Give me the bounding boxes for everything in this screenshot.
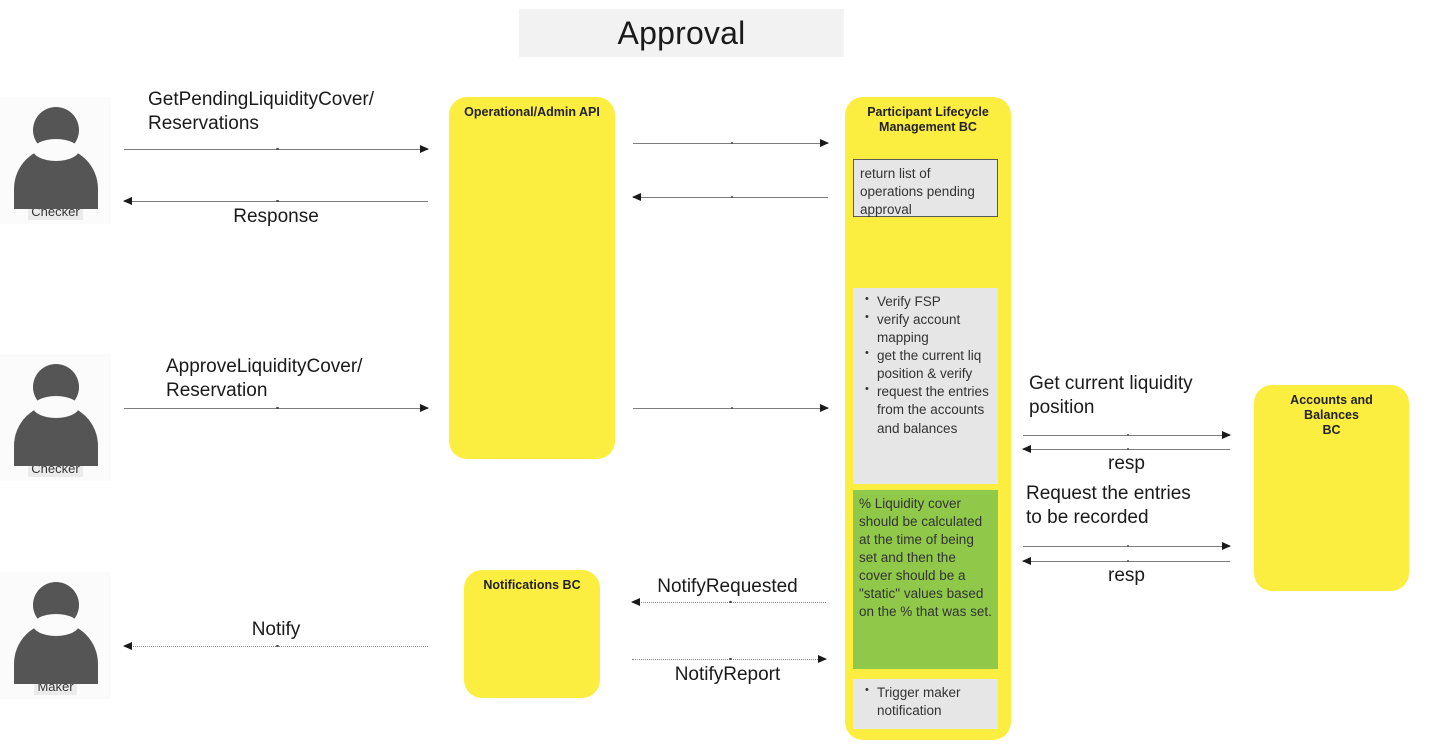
message-label-notify-requested: NotifyRequested (657, 576, 798, 597)
message-arrow-request-entries-recorded[interactable] (1023, 542, 1231, 550)
person-neck-cut (32, 614, 79, 636)
message-arrow-resp-liquidity[interactable] (1022, 445, 1230, 453)
note-trigger-maker-list: Trigger maker notification (859, 683, 992, 720)
person-neck-cut (32, 139, 79, 161)
message-label-notify-report: NotifyReport (674, 664, 781, 685)
message-arrow-response[interactable] (123, 197, 428, 205)
lifeline-notifications-bc[interactable]: Notifications BC (464, 570, 600, 698)
arrowhead-right-icon (818, 655, 827, 663)
message-arrow-bc-to-api-response[interactable] (632, 193, 828, 201)
actor-checker-mid: Checker (0, 354, 111, 481)
message-label-response: Response (233, 206, 319, 227)
message-label-get-pending-liquidity-cover: GetPendingLiquidityCover/Reservations (148, 89, 375, 134)
person-neck-cut (32, 396, 79, 418)
arrowhead-left-icon (1022, 445, 1031, 453)
arrowhead-left-icon (123, 642, 132, 650)
arrowhead-left-icon (631, 598, 640, 606)
arrowhead-right-icon (820, 404, 829, 412)
message-label-notify: Notify (251, 619, 301, 640)
message-arrow-notify-report[interactable] (632, 655, 827, 663)
actor-checker-top: Checker (0, 97, 111, 224)
message-arrow-api-to-bc-request[interactable] (633, 139, 829, 147)
diagram-title: Approval (617, 14, 746, 51)
message-arrow-notify-requested[interactable] (631, 598, 826, 606)
arrowhead-right-icon (1222, 542, 1231, 550)
message-arrow-api-to-bc-approve[interactable] (633, 404, 829, 412)
lifeline-title-notifications-bc: Notifications BC (483, 578, 581, 592)
diagram-title-banner: Approval (519, 9, 844, 57)
list-item: Trigger maker notification (865, 683, 992, 720)
actor-maker-bottom: Maker (0, 572, 111, 699)
list-item: request the entries from the accounts an… (865, 382, 992, 437)
person-icon (10, 105, 102, 209)
message-label-resp-entries: resp (1108, 565, 1145, 586)
list-item: verify account mapping (865, 310, 992, 347)
list-item: get the current liq position & verify (865, 346, 992, 383)
lifeline-title-operational-admin-api: Operational/Admin API (464, 105, 600, 119)
note-return-list: return list of operations pending approv… (853, 159, 998, 217)
message-arrow-resp-entries[interactable] (1022, 557, 1230, 565)
message-arrow-get-current-liquidity-position[interactable] (1023, 431, 1231, 439)
message-label-resp-liquidity: resp (1108, 453, 1145, 474)
list-item: Verify FSP (865, 292, 992, 311)
arrowhead-left-icon (1022, 557, 1031, 565)
arrowhead-left-icon (123, 197, 132, 205)
person-icon (10, 362, 102, 466)
message-arrow-notify[interactable] (123, 642, 428, 650)
note-trigger-maker: Trigger maker notification (853, 679, 998, 729)
message-arrow-get-pending-liquidity-cover[interactable] (124, 145, 429, 153)
lifeline-operational-admin-api[interactable]: Operational/Admin API (449, 97, 615, 459)
message-arrow-approve-liquidity-cover[interactable] (124, 404, 429, 412)
arrowhead-right-icon (420, 145, 429, 153)
arrowhead-left-icon (632, 193, 641, 201)
arrowhead-right-icon (420, 404, 429, 412)
person-icon (10, 580, 102, 684)
note-liquidity-cover: % Liquidity cover should be calculated a… (853, 490, 998, 669)
message-label-approve-liquidity-cover: ApproveLiquidityCover/Reservation (166, 356, 363, 401)
note-liquidity-cover-text: % Liquidity cover should be calculated a… (859, 496, 992, 620)
arrowhead-right-icon (820, 139, 829, 147)
arrowhead-right-icon (1222, 431, 1231, 439)
note-return-list-text: return list of operations pending approv… (860, 166, 975, 218)
note-verification-steps-list: Verify FSP verify account mapping get th… (859, 292, 992, 438)
note-verification-steps: Verify FSP verify account mapping get th… (853, 288, 998, 484)
